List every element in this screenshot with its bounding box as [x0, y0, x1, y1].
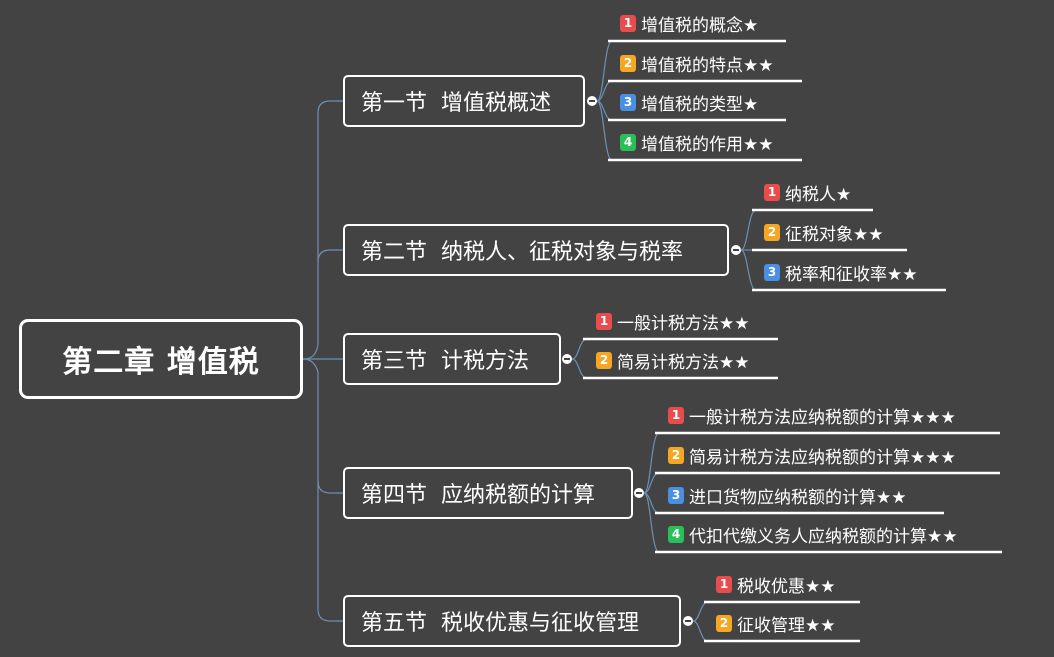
- subtopic-label: 征税对象★★: [785, 224, 884, 245]
- priority-4-badge: 4: [620, 133, 636, 151]
- subtopic-item[interactable]: 1 一般计税方法★★: [596, 310, 750, 334]
- collapse-toggle-icon[interactable]: [587, 96, 597, 106]
- collapse-toggle-icon[interactable]: [562, 354, 572, 364]
- subtopic-label: 代扣代缴义务人应纳税额的计算★★: [689, 526, 958, 547]
- priority-2-badge: 2: [764, 223, 780, 241]
- subtopic-item[interactable]: 2 征税对象★★: [764, 221, 884, 245]
- section-4-topic[interactable]: 第四节 应纳税额的计算: [343, 467, 633, 519]
- subtopic-item[interactable]: 3 进口货物应纳税额的计算★★: [668, 484, 907, 508]
- priority-1-badge: 1: [620, 14, 636, 32]
- subtopic-label: 增值税的作用★★: [641, 134, 774, 155]
- collapse-toggle-icon[interactable]: [634, 488, 644, 498]
- subtopic-item[interactable]: 2 简易计税方法★★: [596, 349, 750, 373]
- subtopic-item[interactable]: 4 增值税的作用★★: [620, 131, 774, 155]
- priority-1-badge: 1: [764, 183, 780, 201]
- subtopic-label: 简易计税方法应纳税额的计算★★★: [689, 447, 956, 468]
- subtopic-item[interactable]: 1 增值税的概念★: [620, 12, 759, 36]
- collapse-toggle-icon[interactable]: [731, 245, 741, 255]
- subtopic-label: 增值税的类型★: [641, 94, 759, 115]
- subtopic-label: 增值税的特点★★: [641, 55, 774, 76]
- section-3-topic[interactable]: 第三节 计税方法: [343, 333, 561, 385]
- subtopic-label: 一般计税方法应纳税额的计算★★★: [689, 407, 956, 428]
- subtopic-label: 一般计税方法★★: [617, 313, 750, 334]
- subtopic-item[interactable]: 2 征收管理★★: [716, 612, 836, 636]
- subtopic-item[interactable]: 3 税率和征收率★★: [764, 261, 918, 285]
- priority-2-badge: 2: [668, 446, 684, 464]
- priority-2-badge: 2: [716, 614, 732, 632]
- subtopic-item[interactable]: 4 代扣代缴义务人应纳税额的计算★★: [668, 523, 958, 547]
- section-1-topic[interactable]: 第一节 增值税概述: [343, 75, 585, 127]
- subtopic-label: 简易计税方法★★: [617, 352, 750, 373]
- subtopic-item[interactable]: 3 增值税的类型★: [620, 91, 759, 115]
- priority-1-badge: 1: [596, 312, 612, 330]
- priority-3-badge: 3: [764, 263, 780, 281]
- priority-1-badge: 1: [668, 406, 684, 424]
- subtopic-item[interactable]: 2 简易计税方法应纳税额的计算★★★: [668, 444, 956, 468]
- section-2-topic[interactable]: 第二节 纳税人、征税对象与税率: [343, 224, 729, 276]
- subtopic-item[interactable]: 2 增值税的特点★★: [620, 52, 774, 76]
- priority-2-badge: 2: [596, 351, 612, 369]
- subtopic-label: 增值税的概念★: [641, 15, 759, 36]
- subtopic-item[interactable]: 1 税收优惠★★: [716, 573, 836, 597]
- root-topic[interactable]: 第二章 增值税: [19, 319, 303, 399]
- priority-2-badge: 2: [620, 54, 636, 72]
- collapse-toggle-icon[interactable]: [683, 616, 693, 626]
- priority-4-badge: 4: [668, 525, 684, 543]
- section-5-topic[interactable]: 第五节 税收优惠与征收管理: [343, 595, 681, 647]
- priority-3-badge: 3: [620, 93, 636, 111]
- subtopic-item[interactable]: 1 纳税人★: [764, 181, 852, 205]
- subtopic-label: 征收管理★★: [737, 615, 836, 636]
- subtopic-label: 进口货物应纳税额的计算★★: [689, 487, 907, 508]
- priority-1-badge: 1: [716, 575, 732, 593]
- subtopic-label: 纳税人★: [785, 184, 852, 205]
- priority-3-badge: 3: [668, 486, 684, 504]
- subtopic-item[interactable]: 1 一般计税方法应纳税额的计算★★★: [668, 404, 956, 428]
- subtopic-label: 税收优惠★★: [737, 576, 836, 597]
- subtopic-label: 税率和征收率★★: [785, 264, 918, 285]
